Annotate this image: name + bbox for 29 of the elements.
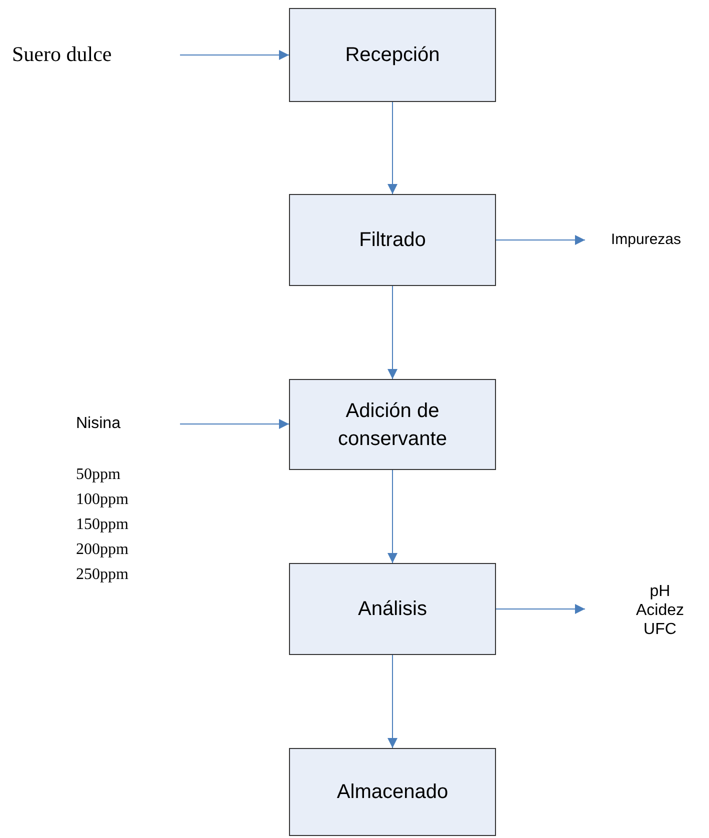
concentration-label: 250ppm xyxy=(76,565,128,585)
process-box xyxy=(289,563,496,655)
process-label: Adición de conservante xyxy=(337,398,448,452)
concentration-label: 150ppm xyxy=(76,515,128,535)
flow-label: Impurezas xyxy=(611,230,682,250)
concentration-label: 200ppm xyxy=(76,540,128,560)
flow-label: UFC xyxy=(644,620,676,638)
arrow xyxy=(388,286,398,380)
arrow xyxy=(496,235,586,245)
arrow xyxy=(388,654,398,748)
arrow xyxy=(388,102,398,194)
arrow xyxy=(496,604,586,614)
process-box xyxy=(289,379,496,470)
flow-label: Acidez xyxy=(636,600,684,620)
arrow xyxy=(180,50,290,60)
flow-label: Nisina xyxy=(76,414,120,434)
arrow xyxy=(180,419,290,429)
process-label: Filtrado xyxy=(358,228,427,253)
process-box xyxy=(289,194,496,286)
flow-label: pH xyxy=(650,582,670,600)
flow-label: Suero dulce xyxy=(12,41,112,68)
concentration-label: 50ppm xyxy=(76,465,122,485)
process-label: Análisis xyxy=(357,597,428,622)
process-box xyxy=(289,748,496,836)
process-label: Recepción xyxy=(344,43,441,68)
process-label: Almacenado xyxy=(336,780,450,805)
process-box xyxy=(289,8,496,102)
concentration-label: 100ppm xyxy=(76,490,128,510)
arrow xyxy=(388,470,398,564)
